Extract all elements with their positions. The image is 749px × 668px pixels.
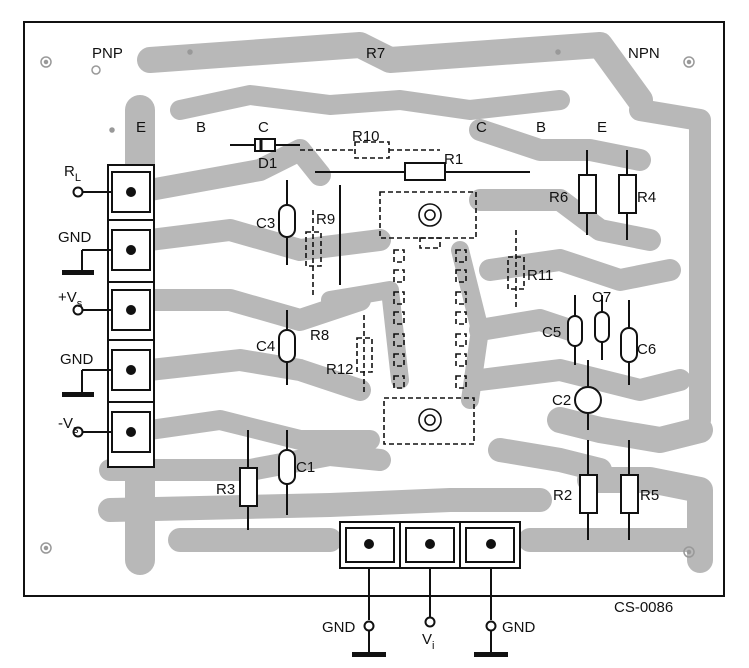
mounting-holes xyxy=(40,49,695,558)
c5-label: C5 xyxy=(542,324,561,341)
pnp-base-label: B xyxy=(196,119,206,136)
r2-label: R2 xyxy=(553,487,572,504)
r7-label: R7 xyxy=(366,45,385,62)
d1-label: D1 xyxy=(258,155,277,172)
vs-negative-label: -Vs xyxy=(58,415,79,436)
c4-label: C4 xyxy=(256,338,275,355)
pnp-collector-label: C xyxy=(258,119,269,136)
c1-label: C1 xyxy=(296,459,315,476)
pnp-label: PNP xyxy=(92,45,123,62)
npn-label: NPN xyxy=(628,45,660,62)
r12-label: R12 xyxy=(326,361,354,378)
ic-package-outline xyxy=(379,191,477,445)
gnd-label-1: GND xyxy=(58,229,92,246)
bottom-gnd-left-label: GND xyxy=(322,619,356,636)
vs-positive-label: +Vs xyxy=(58,289,83,310)
gnd-label-2: GND xyxy=(60,351,94,368)
vi-label: Vi xyxy=(422,631,434,652)
r9-label: R9 xyxy=(316,211,335,228)
c6-label: C6 xyxy=(637,341,656,358)
npn-collector-label: C xyxy=(476,119,487,136)
r4-label: R4 xyxy=(637,189,656,206)
r3-label: R3 xyxy=(216,481,235,498)
r10-label: R10 xyxy=(352,128,380,145)
bottom-gnd-right-label: GND xyxy=(502,619,536,636)
c7-label: C7 xyxy=(592,289,611,306)
copper-traces xyxy=(98,32,713,575)
left-terminal-block xyxy=(62,164,155,468)
r5-label: R5 xyxy=(640,487,659,504)
npn-emitter-label: E xyxy=(597,119,607,136)
c2-label: C2 xyxy=(552,392,571,409)
drawing-code: CS-0086 xyxy=(614,599,673,616)
bottom-terminal-block xyxy=(339,521,521,657)
c3-label: C3 xyxy=(256,215,275,232)
components xyxy=(230,138,639,540)
r8-label: R8 xyxy=(310,327,329,344)
npn-base-label: B xyxy=(536,119,546,136)
r6-label: R6 xyxy=(549,189,568,206)
r1-label: R1 xyxy=(444,151,463,168)
rl-label: RL xyxy=(64,163,81,184)
pnp-emitter-label: E xyxy=(136,119,146,136)
r11-label: R11 xyxy=(527,267,553,284)
